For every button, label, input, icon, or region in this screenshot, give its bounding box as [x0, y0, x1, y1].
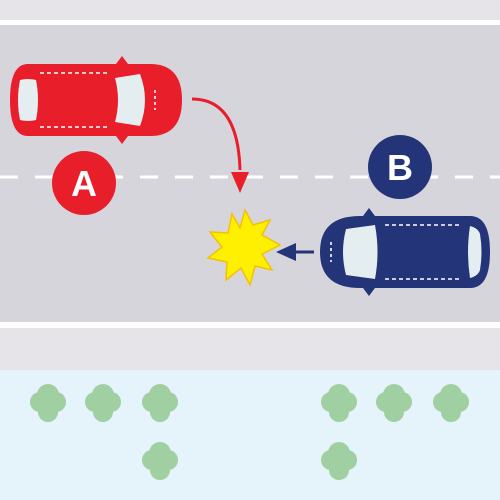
vehicle-a — [10, 56, 182, 144]
vehicle-b-mirror-top — [363, 208, 375, 216]
bush — [30, 384, 66, 422]
bush — [321, 384, 357, 422]
bush — [376, 384, 412, 422]
bush — [85, 384, 121, 422]
road-top-line — [0, 20, 500, 25]
grass-area — [0, 370, 500, 500]
vehicle-a-windshield — [115, 74, 145, 126]
vehicle-a-path-arrow — [191, 97, 242, 171]
vehicle-a-mirror-top — [116, 56, 128, 64]
vehicle-b-arrowhead — [276, 243, 296, 261]
bushes — [30, 384, 469, 480]
vehicle-a-rear-window — [18, 79, 38, 121]
bush — [142, 384, 178, 422]
bush — [321, 442, 357, 480]
vehicle-a-badge: A — [52, 151, 116, 215]
vehicle-b-badge: B — [368, 135, 432, 199]
vehicle-a-arrowhead — [231, 172, 249, 193]
bush — [142, 442, 178, 480]
vehicle-b-windshield — [343, 225, 378, 279]
vehicle-a-label: A — [71, 163, 97, 204]
vehicle-b — [320, 208, 490, 296]
road-bottom-line — [0, 322, 500, 328]
vehicle-b-rear-window — [468, 226, 482, 278]
bush — [433, 384, 469, 422]
sidewalk — [0, 328, 500, 370]
impact-burst-icon — [206, 207, 282, 288]
vehicle-b-mirror-bottom — [363, 288, 375, 296]
vehicle-b-label: B — [387, 147, 413, 188]
road-top-edge — [0, 0, 500, 20]
vehicle-a-mirror-bottom — [116, 136, 128, 144]
